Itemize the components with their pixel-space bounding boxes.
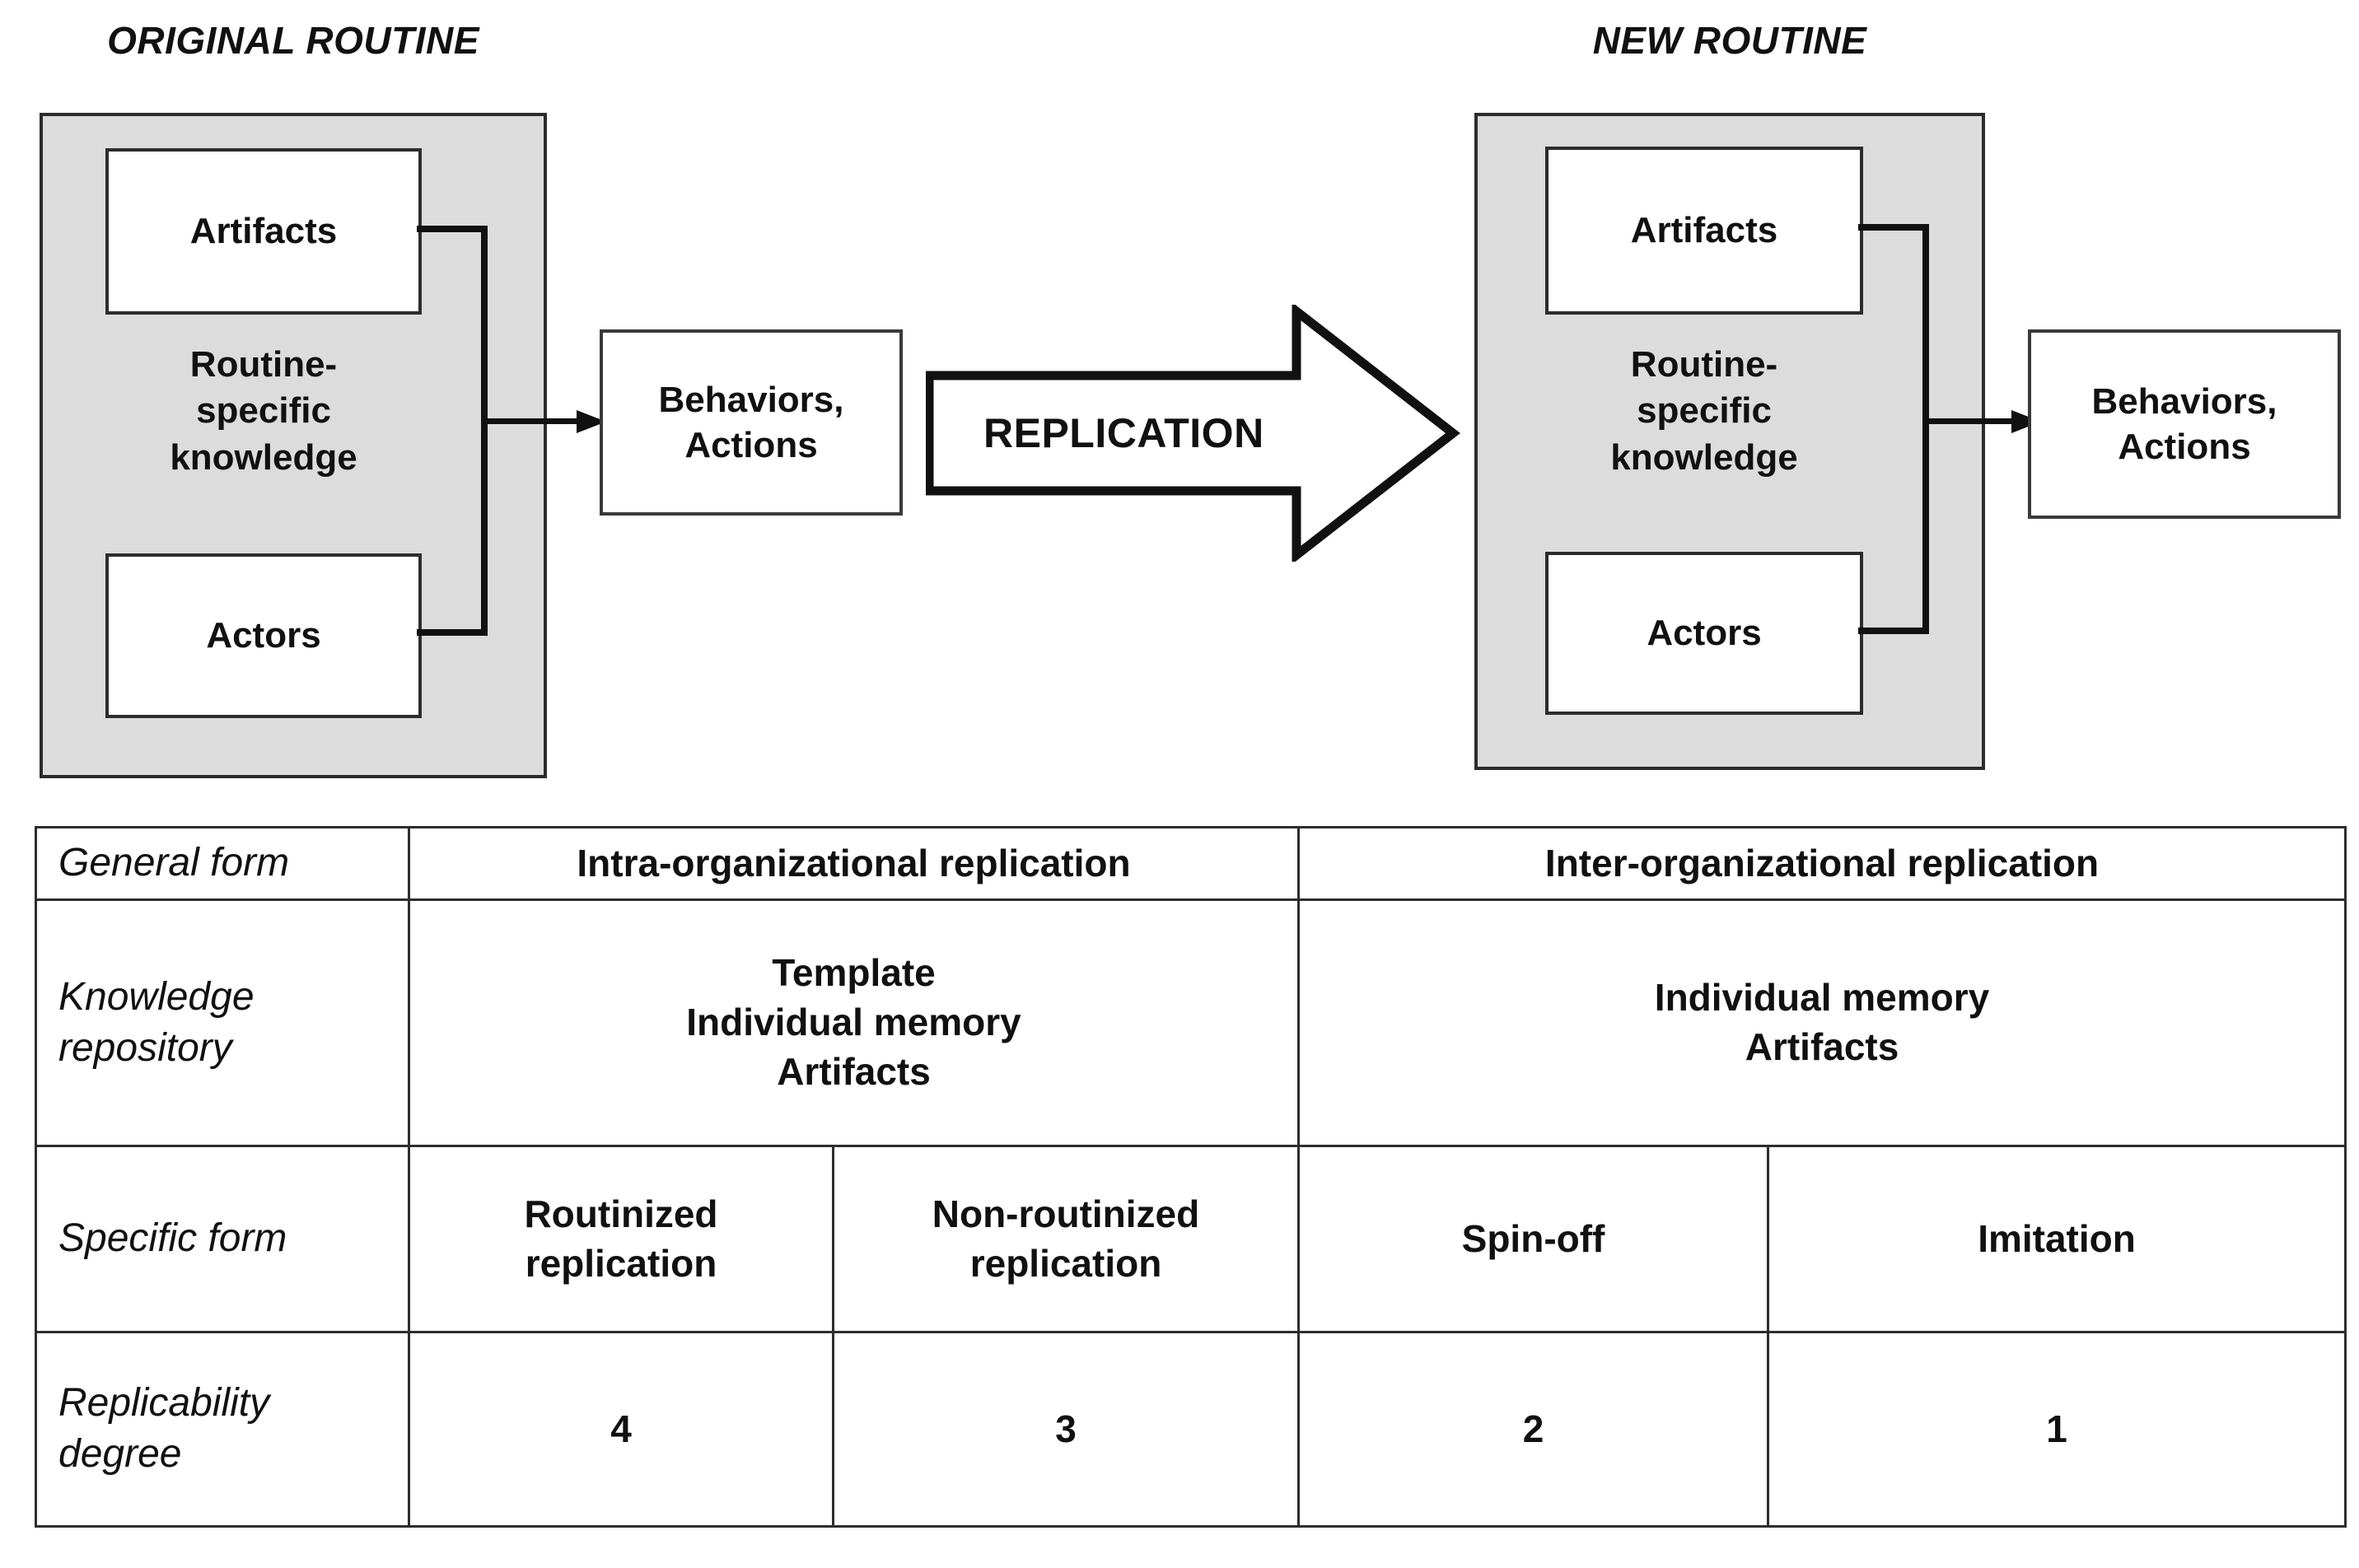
cell-degree-imitation: 1 <box>1767 1330 2347 1528</box>
new-knowledge-label: Routine- specific knowledge <box>1610 344 1798 478</box>
original-behaviors-box: Behaviors, Actions <box>600 329 903 516</box>
table-row: Replicability degree 4 3 2 1 <box>35 1330 2347 1528</box>
row-header-knowledge-repository: Knowledge repository <box>35 898 410 1148</box>
table-row: Specific form Routinized replication Non… <box>35 1145 2347 1333</box>
replication-arrow: REPLICATION <box>924 301 1461 565</box>
new-behaviors-box: Behaviors, Actions <box>2028 329 2341 519</box>
row-header-general-form: General form <box>35 825 410 902</box>
cell-inter-knowledge-repository: Individual memory Artifacts <box>1297 898 2347 1148</box>
new-flow-arrowhead <box>2011 410 2041 433</box>
cell-non-routinized-replication: Non-routinized replication <box>831 1145 1301 1333</box>
cell-degree-spin-off: 2 <box>1297 1330 1770 1528</box>
cell-intra-organizational: Intra-organizational replication <box>407 825 1301 902</box>
table-row: Knowledge repository Template Individual… <box>35 898 2347 1148</box>
new-routine-title: NEW ROUTINE <box>1592 19 1867 62</box>
cell-intra-knowledge-repository: Template Individual memory Artifacts <box>407 898 1301 1148</box>
original-knowledge-label: Routine- specific knowledge <box>170 344 357 478</box>
replication-forms-table: General form Intra-organizational replic… <box>35 825 2347 1528</box>
original-flow-arrowhead <box>577 410 606 433</box>
row-header-specific-form: Specific form <box>35 1145 410 1333</box>
routine-replication-diagram: ORIGINAL ROUTINE Artifacts Routine- spec… <box>40 19 2341 778</box>
new-actors-box: Actors <box>1545 552 1863 715</box>
original-routine-title: ORIGINAL ROUTINE <box>107 19 479 62</box>
original-artifacts-box: Artifacts <box>105 148 422 315</box>
table-row: General form Intra-organizational replic… <box>35 825 2347 902</box>
row-header-replicability-degree: Replicability degree <box>35 1330 410 1528</box>
cell-imitation: Imitation <box>1767 1145 2347 1333</box>
cell-routinized-replication: Routinized replication <box>408 1145 834 1333</box>
cell-degree-non-routinized: 3 <box>831 1330 1301 1528</box>
cell-spin-off: Spin-off <box>1297 1145 1770 1333</box>
replication-arrow-label: REPLICATION <box>983 410 1264 456</box>
new-artifacts-box: Artifacts <box>1545 147 1863 315</box>
cell-degree-routinized: 4 <box>408 1330 834 1528</box>
original-actors-box: Actors <box>105 553 422 718</box>
cell-inter-organizational: Inter-organizational replication <box>1297 825 2347 902</box>
